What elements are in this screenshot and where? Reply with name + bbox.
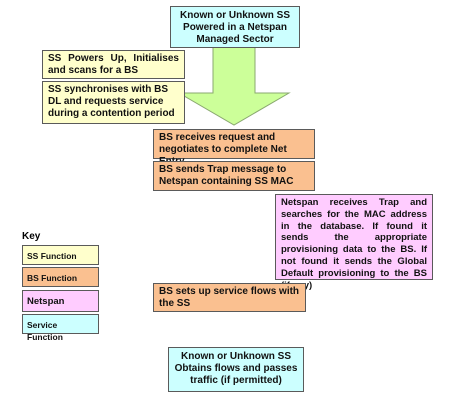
key-title: Key [22, 231, 41, 242]
key-bs-function-label: BS Function [27, 273, 78, 283]
key-service-function-label: Service Function [27, 320, 63, 342]
bs-sends-trap-text: BS sends Trap message to Netspan contain… [159, 164, 294, 187]
bs-sets-up-box: BS sets up service flows with the SS [153, 283, 306, 312]
key-netspan: Netspan [22, 290, 99, 312]
bs-receives-box: BS receives request and negotiates to co… [153, 129, 315, 167]
key-ss-function: SS Function [22, 245, 99, 265]
netspan-receives-box: Netspan receives Trap and searches for t… [275, 194, 433, 291]
ss-synchronises-text: SS synchronises with BS DL and requests … [48, 84, 175, 119]
key-netspan-label: Netspan [27, 296, 65, 307]
bs-sends-trap-box: BS sends Trap message to Netspan contain… [153, 161, 315, 191]
end-text: Known or Unknown SS Obtains flows and pa… [174, 351, 298, 386]
ss-powers-up-text: SS Powers Up, Initialises and scans for … [48, 53, 179, 76]
key-ss-function-label: SS Function [27, 251, 77, 261]
start-box: Known or Unknown SS Powered in a Netspan… [170, 6, 300, 48]
key-service-function: Service Function [22, 314, 99, 342]
ss-powers-up-box: SS Powers Up, Initialises and scans for … [42, 50, 185, 79]
key-bs-function: BS Function [22, 267, 99, 287]
netspan-receives-text: Netspan receives Trap and searches for t… [281, 197, 427, 291]
flow-arrow-shape [177, 44, 291, 126]
bs-sets-up-text: BS sets up service flows with the SS [159, 286, 300, 309]
ss-synchronises-box: SS synchronises with BS DL and requests … [42, 81, 185, 124]
end-box: Known or Unknown SS Obtains flows and pa… [168, 347, 304, 392]
start-text: Known or Unknown SS Powered in a Netspan… [180, 10, 290, 45]
